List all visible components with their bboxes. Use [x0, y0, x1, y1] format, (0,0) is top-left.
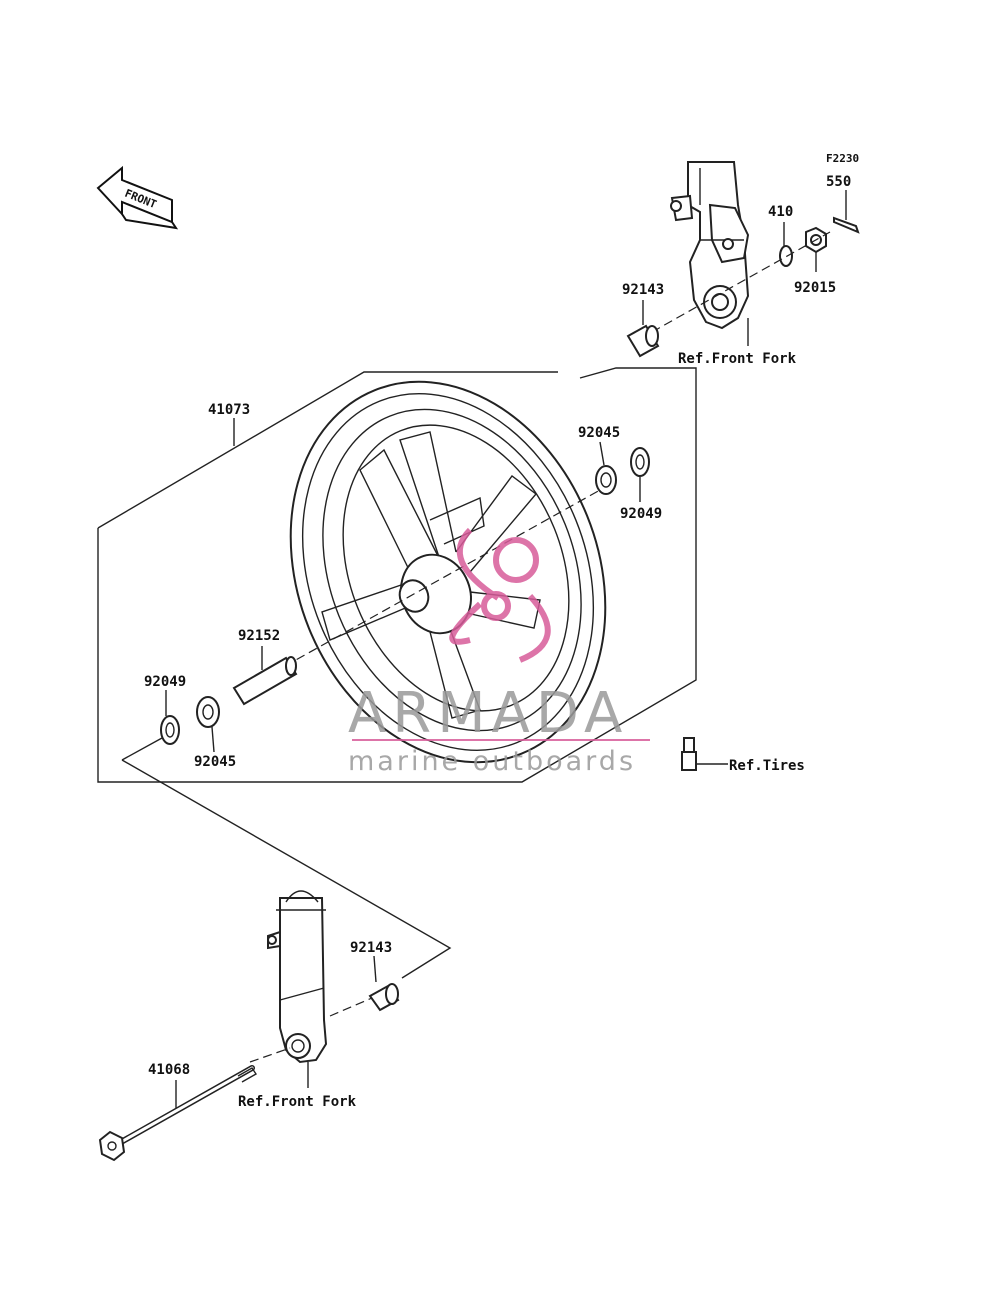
part-label-410: 410	[768, 204, 793, 220]
axle-path-lower	[121, 759, 452, 979]
figure-code: F2230	[826, 152, 859, 165]
axle-centerline-top	[651, 231, 831, 333]
axle-centerline-lower	[329, 997, 373, 1017]
front-fork-right	[670, 161, 750, 330]
watermark-logo: ARMADA marine outboards	[348, 527, 650, 777]
ref-front-fork-bottom: Ref.Front Fork	[238, 1094, 357, 1110]
axle-centerline-wheel	[259, 489, 601, 681]
group-box-right-bottom-edge	[97, 367, 697, 783]
spacer-collar-icon	[232, 656, 298, 706]
part-label-92049-right: 92049	[620, 506, 662, 522]
part-label-92143-top: 92143	[622, 282, 664, 298]
washer-410-icon	[779, 245, 793, 267]
oil-seal-left-icon	[160, 715, 180, 745]
part-label-92049-left: 92049	[144, 674, 186, 690]
part-label-92015: 92015	[794, 280, 836, 296]
front-arrow-icon: FRONT	[96, 165, 179, 230]
watermark-tagline: marine outboards	[348, 746, 636, 777]
bearing-right-icon	[595, 465, 617, 495]
tire-valve-icon	[681, 737, 728, 771]
part-label-550: 550	[826, 174, 851, 190]
ref-tires: Ref.Tires	[729, 758, 805, 774]
leader-92045-right	[599, 441, 605, 466]
part-label-92045-left: 92045	[194, 754, 236, 770]
part-label-41073: 41073	[208, 402, 250, 418]
watermark-emblem-icon	[449, 527, 551, 663]
front-wheel-rim	[289, 380, 607, 764]
part-label-41068: 41068	[148, 1062, 190, 1078]
front-fork-left	[267, 890, 328, 1064]
cotter-pin-icon	[833, 190, 860, 234]
collar-bottom-icon	[368, 983, 400, 1012]
front-axle-icon	[98, 1065, 257, 1162]
axle-centerline-lower-2	[249, 1047, 291, 1063]
watermark-brand: ARMADA	[348, 681, 628, 746]
leader-92045-left	[211, 726, 215, 753]
part-label-92143-bottom: 92143	[350, 940, 392, 956]
leader-92143-bottom	[373, 955, 377, 983]
part-label-92045-right: 92045	[578, 425, 620, 441]
bearing-left-icon	[196, 696, 220, 728]
group-box-top-edge	[97, 371, 558, 529]
oil-seal-right-icon	[630, 447, 650, 477]
part-label-92152: 92152	[238, 628, 280, 644]
ref-front-fork-top: Ref.Front Fork	[678, 351, 797, 367]
collar-top-icon	[626, 324, 660, 358]
leader-axle-left	[121, 737, 163, 761]
